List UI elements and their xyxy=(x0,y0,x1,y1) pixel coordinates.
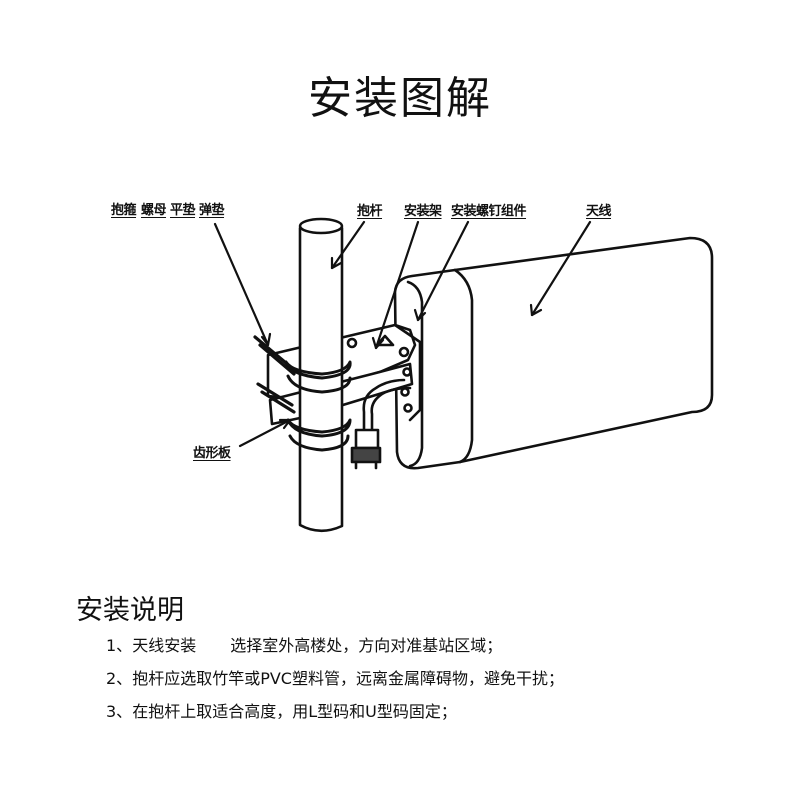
label-nut: 螺母 xyxy=(141,203,167,218)
label-spring-washer: 弹垫 xyxy=(199,203,225,218)
u-clamps xyxy=(284,360,352,452)
bolts xyxy=(253,335,296,414)
instruction-step: 3、在抱杆上取适合高度，用L型码和U型码固定； xyxy=(106,702,564,722)
step-number: 1、 xyxy=(106,636,133,655)
label-pole: 抱杆 xyxy=(357,204,383,219)
label-bracket: 安装架 xyxy=(404,204,442,219)
label-hoop: 抱箍 xyxy=(111,203,137,218)
instruction-step: 1、天线安装 选择室外高楼处，方向对准基站区域； xyxy=(106,636,564,656)
diagram-drawing xyxy=(213,217,714,533)
antenna-body xyxy=(393,236,714,470)
step-heading: 天线安装 xyxy=(132,636,197,655)
installation-diagram: 抱箍 螺母 平垫 弹垫 抱杆 安装架 安装螺钉组件 天线 齿形板 xyxy=(111,203,714,533)
step-text: 抱杆应选取竹竿或PVC塑料管，远离金属障碍物，避免干扰； xyxy=(132,669,564,688)
label-tooth-plate: 齿形板 xyxy=(193,446,231,461)
label-screw-kit: 安装螺钉组件 xyxy=(451,204,527,219)
step-text: 选择室外高楼处，方向对准基站区域； xyxy=(230,636,503,655)
label-antenna: 天线 xyxy=(586,204,612,219)
instructions-list: 1、天线安装 选择室外高楼处，方向对准基站区域； 2、抱杆应选取竹竿或PVC塑料管… xyxy=(106,636,564,735)
label-flat-washer: 平垫 xyxy=(170,203,196,218)
instruction-step: 2、抱杆应选取竹竿或PVC塑料管，远离金属障碍物，避免干扰； xyxy=(106,669,564,689)
cable-connector xyxy=(350,378,412,470)
page-title: 安装图解 xyxy=(308,73,492,124)
step-text: 在抱杆上取适合高度，用L型码和U型码固定； xyxy=(132,702,457,721)
leader-lines xyxy=(213,220,592,448)
step-number: 2、 xyxy=(106,669,133,688)
step-number: 3、 xyxy=(106,702,133,721)
instructions-title: 安装说明 xyxy=(76,595,184,626)
